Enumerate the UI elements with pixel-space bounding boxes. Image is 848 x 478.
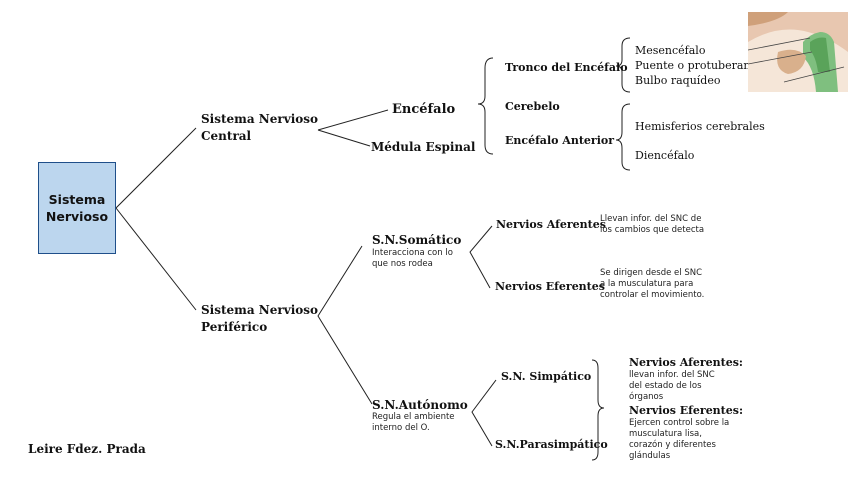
line-snc-medula [317, 129, 371, 147]
author-label: Leire Fdez. Prada [28, 442, 146, 456]
line-snc-encefalo [317, 109, 389, 131]
medula-label: Médula Espinal [371, 140, 476, 154]
autonomo-desc: Regula el ambiente interno del O. [372, 412, 455, 433]
encefalo-anterior-label: Encéfalo Anterior [505, 134, 615, 147]
somatico-eferentes-desc: Se dirigen desde el SNC a la musculatura… [600, 268, 705, 300]
line-root-snc [115, 127, 197, 209]
autonomo-aferentes-title: Nervios Aferentes: [629, 356, 743, 369]
autonomo-aferentes-desc: llevan infor. del SNC del estado de los … [629, 370, 715, 402]
bracket-anterior [615, 103, 631, 171]
line-root-snp [115, 207, 197, 311]
autonomo-label: S.N.Autónomo [372, 398, 468, 412]
line-snp-branches [317, 245, 373, 405]
tronco-label: Tronco del Encéfalo [505, 61, 628, 74]
simpatico-label: S.N. Simpático [501, 370, 592, 383]
somatico-desc: Interacciona con lo que nos rodea [372, 248, 453, 269]
somatico-aferentes-label: Nervios Aferentes [496, 218, 606, 231]
tronco-part-bulbo: Bulbo raquídeo [635, 74, 721, 87]
line-autonomo-branches [471, 379, 497, 447]
somatico-eferentes-label: Nervios Eferentes [495, 280, 605, 293]
somatico-aferentes-desc: Llevan infor. del SNC de los cambios que… [600, 214, 705, 235]
autonomo-eferentes-title: Nervios Eferentes: [629, 404, 744, 417]
root-node-box: Sistema Nervioso [38, 162, 116, 254]
somatico-label: S.N.Somático [372, 233, 462, 247]
root-node-label: Sistema Nervioso [45, 192, 109, 224]
anterior-part-diencefalo: Diencéfalo [635, 149, 695, 162]
line-somatico-branches [469, 225, 493, 289]
brain-anatomy-image [748, 12, 848, 92]
anterior-part-hemisferios: Hemisferios cerebrales [635, 120, 765, 133]
bracket-autonomo [591, 359, 605, 461]
parasimpatico-label: S.N.Parasimpático [495, 438, 608, 451]
tronco-part-puente: Puente o protuberancia [635, 59, 767, 72]
snc-label: Sistema Nervioso Central [201, 112, 319, 143]
encefalo-label: Encéfalo [392, 102, 456, 117]
cerebelo-label: Cerebelo [505, 100, 560, 113]
tronco-part-mesencefalo: Mesencéfalo [635, 44, 706, 57]
bracket-encefalo [477, 57, 494, 155]
bracket-tronco [615, 37, 631, 93]
snp-label: Sistema Nervioso Periférico [201, 303, 319, 334]
autonomo-eferentes-desc: Ejercen control sobre la musculatura lis… [629, 418, 730, 461]
